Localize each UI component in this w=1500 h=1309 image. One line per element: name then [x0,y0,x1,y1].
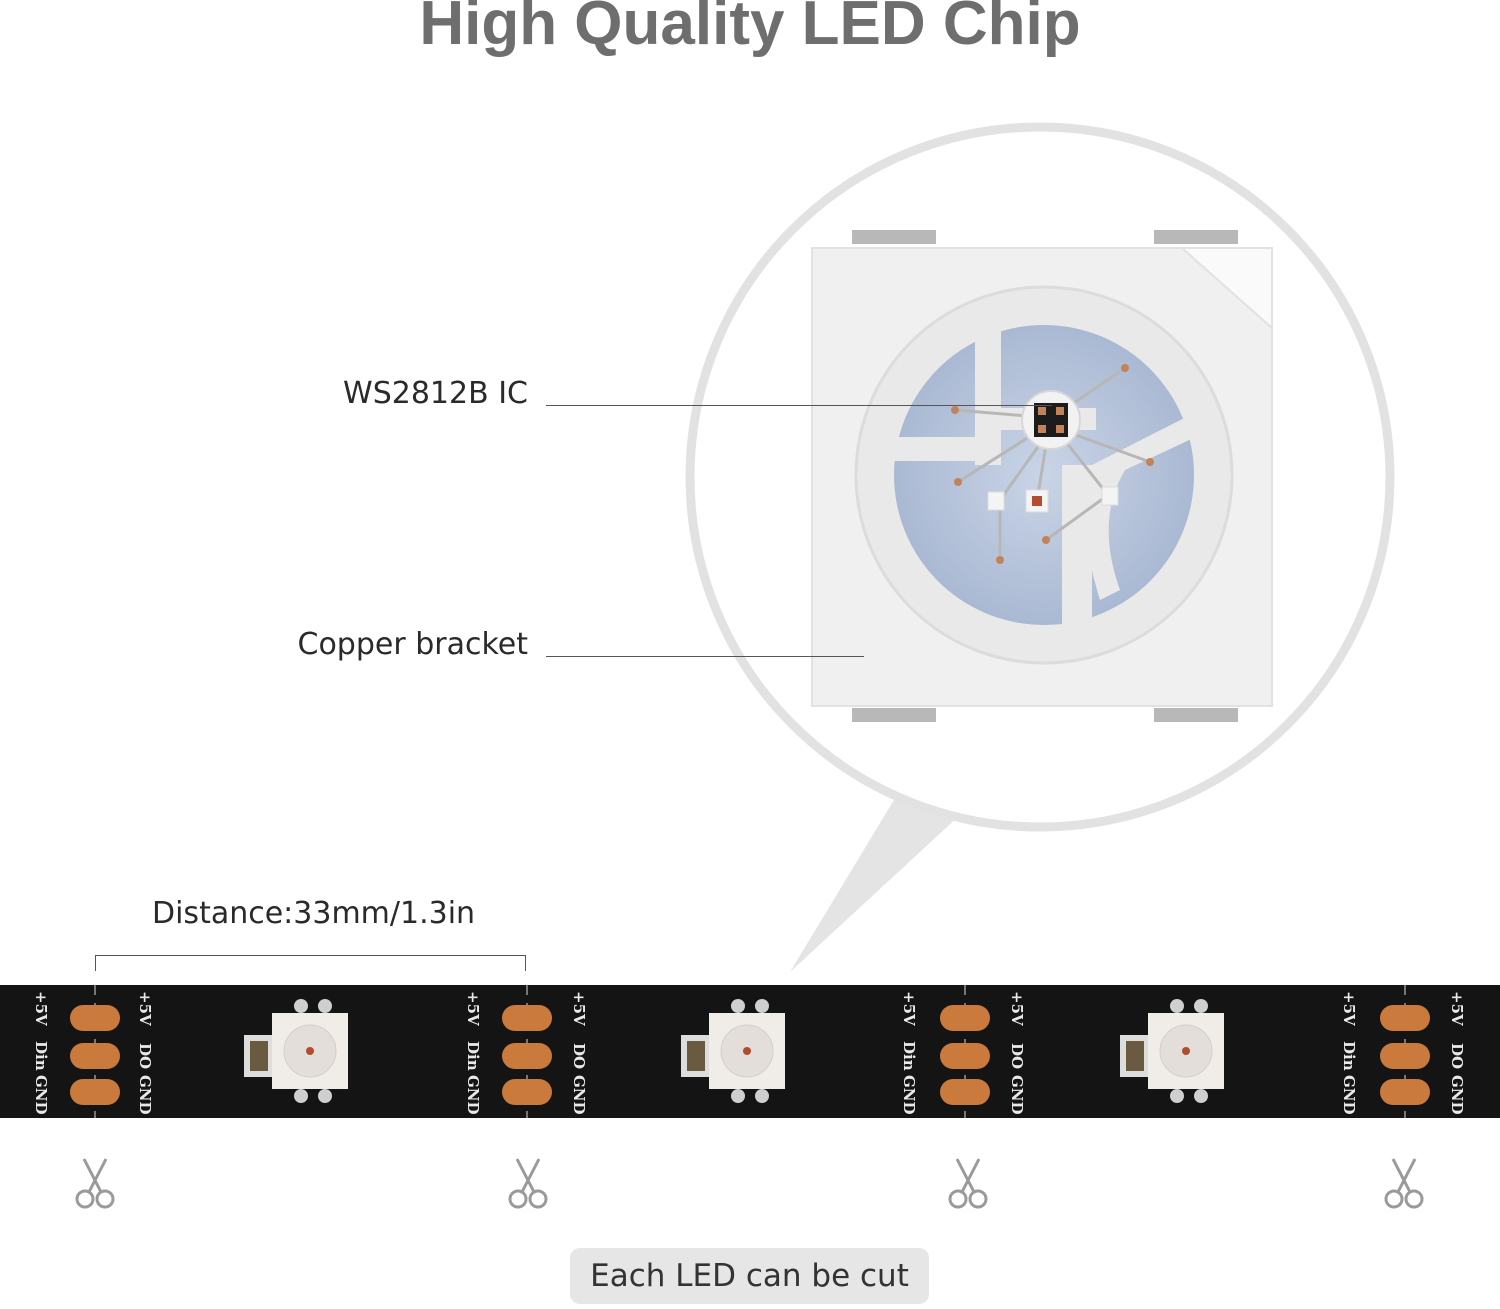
pad-label-do: DO [1448,1043,1466,1069]
pad-label-gnd-in: GND [464,1075,482,1115]
pad-label-5v-out: +5V [570,991,588,1026]
scissors-icon [948,1158,988,1209]
pad-label-do: DO [570,1043,588,1069]
cut-pad-group [70,985,120,1118]
copper-bracket-label: Copper bracket [297,627,529,662]
pad-label-din: Din [464,1041,482,1071]
pad-label-gnd-out: GND [1448,1075,1466,1115]
ws2812b-ic-label: WS2812B IC [343,376,528,411]
cut-info-badge: Each LED can be cut [570,1248,929,1304]
lens [894,325,1194,625]
pad-label-do: DO [1008,1043,1026,1069]
pad-label-gnd-in: GND [900,1075,918,1115]
pad-label-5v-in: +5V [464,991,482,1026]
scissors-icon [1384,1158,1424,1209]
pad-label-gnd-in: GND [1340,1075,1358,1115]
strip-led [1120,999,1224,1103]
strip-led [681,999,785,1103]
ic-leader-line [546,405,1052,406]
pad-label-5v-in: +5V [32,991,50,1026]
pad-label-5v-out: +5V [1448,991,1466,1026]
pad-label-5v-out: +5V [136,991,154,1026]
scissors-icon [508,1158,548,1209]
pad-label-do: DO [136,1043,154,1069]
cut-pad-group [502,985,552,1118]
bond-points [951,364,1154,564]
pad-label-din: Din [1340,1041,1358,1071]
cut-pad-group [940,985,990,1118]
pad-label-5v-in: +5V [1340,991,1358,1026]
bubble-tail [790,790,960,972]
pad-label-gnd-out: GND [570,1075,588,1115]
cut-pad-group [1380,985,1430,1118]
pad-label-gnd-in: GND [32,1075,50,1115]
distance-bracket [95,955,526,971]
led-chip-magnified-illustration [685,122,1395,972]
scissors-icon [75,1158,115,1209]
pad-label-5v-in: +5V [900,991,918,1026]
pad-label-din: Din [32,1041,50,1071]
strip-led [244,999,348,1103]
copper-leader-line [546,656,864,657]
pad-label-gnd-out: GND [1008,1075,1026,1115]
distance-label: Distance:33mm/1.3in [152,896,476,931]
pad-label-gnd-out: GND [136,1075,154,1115]
page-title: High Quality LED Chip [419,0,1081,58]
chip-legs [852,230,1238,722]
pad-label-din: Din [900,1041,918,1071]
pad-label-5v-out: +5V [1008,991,1026,1026]
led-strip: +5V Din GND +5V DO GND +5V Din GND +5V D… [0,985,1500,1118]
